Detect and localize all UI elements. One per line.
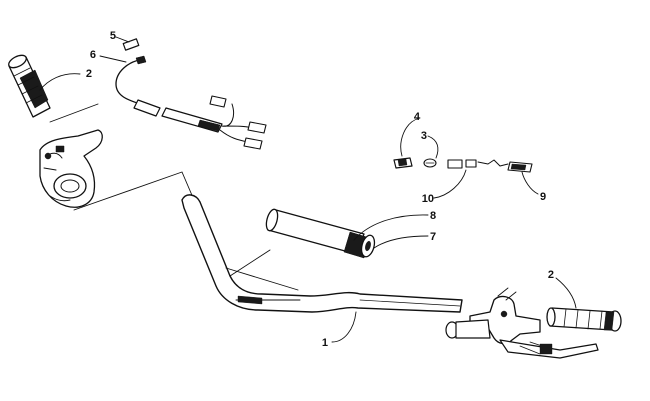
left-grip <box>8 54 51 118</box>
callout-6: 6 <box>90 49 96 61</box>
callout-2-right: 2 <box>548 269 554 281</box>
handlebar <box>181 194 463 313</box>
brake-lever-assembly <box>445 287 599 359</box>
center-grip <box>229 208 376 277</box>
leader-lines <box>39 36 577 343</box>
callout-2-left: 2 <box>86 68 92 80</box>
callout-10: 10 <box>422 193 434 205</box>
callout-4: 4 <box>414 111 421 123</box>
callout-1: 1 <box>322 337 328 349</box>
callout-5: 5 <box>110 30 116 42</box>
grip-heater-wire <box>115 38 267 150</box>
left-throttle-housing <box>39 129 103 208</box>
callout-9: 9 <box>540 191 546 203</box>
callout-8: 8 <box>430 210 436 222</box>
callout-3: 3 <box>421 130 427 142</box>
right-grip <box>546 307 622 332</box>
callout-7: 7 <box>430 231 436 243</box>
wire-harness-parts <box>393 157 533 173</box>
leader-line <box>49 103 99 123</box>
